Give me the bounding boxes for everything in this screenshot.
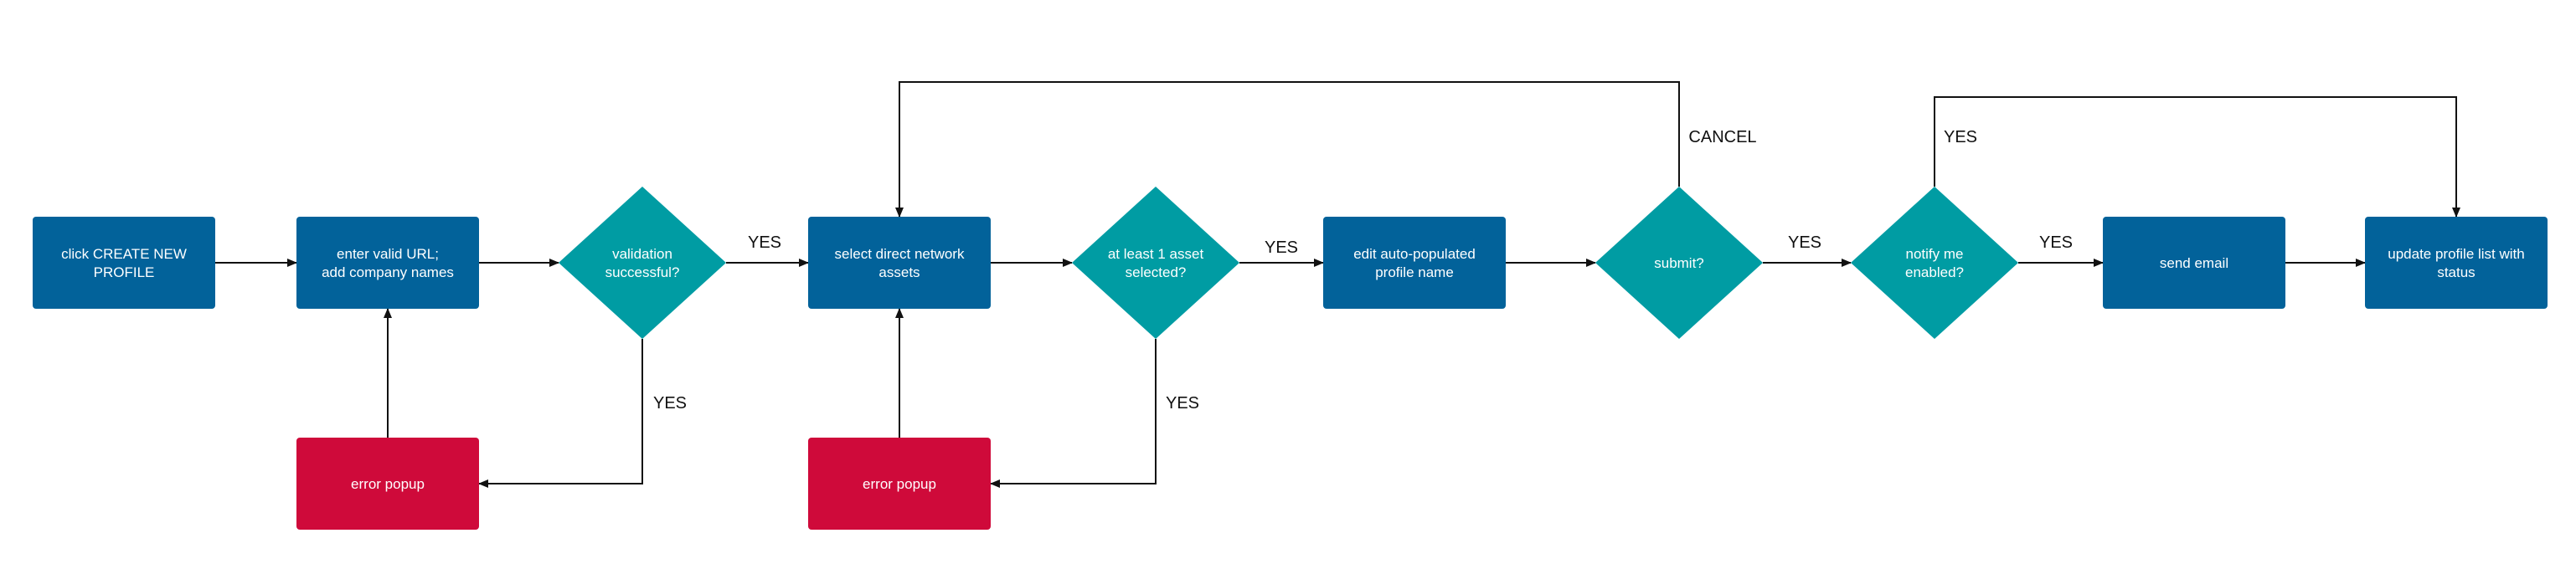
edge-label-check-to-error2: YES: [1166, 394, 1199, 413]
node-update-list: update profile list with status: [2365, 217, 2548, 309]
edge-check-to-error2: [990, 339, 1157, 488]
node-validation: validation successful?: [559, 187, 726, 339]
process-box: [296, 217, 479, 309]
edge-label-notify-to-email: YES: [2039, 233, 2073, 252]
node-label-line: update profile list with: [2388, 246, 2524, 262]
node-label-line: validation: [612, 246, 672, 262]
edge-label-check-to-edit: YES: [1265, 238, 1298, 257]
error-box: [296, 438, 479, 530]
node-asset-check: at least 1 asset selected?: [1072, 187, 1239, 339]
node-label-line: at least 1 asset: [1108, 246, 1204, 262]
node-label-line: submit?: [1654, 255, 1704, 271]
node-label-line: PROFILE: [94, 264, 155, 280]
process-box: [1323, 217, 1506, 309]
node-select-assets: select direct network assets: [808, 217, 991, 309]
node-label-line: select direct network: [835, 246, 965, 262]
node-label-line: send email: [2160, 255, 2228, 271]
labels-layer: YES YES YES YES YES CANCEL YES YES: [653, 128, 2073, 413]
node-label-line: edit auto-populated: [1353, 246, 1476, 262]
edges-layer: [215, 81, 2460, 488]
node-label-line: error popup: [351, 476, 425, 492]
nodes-layer: click CREATE NEW PROFILE enter valid URL; a…: [33, 187, 2548, 530]
node-label-line: selected?: [1126, 264, 1187, 280]
node-label-line: enabled?: [1905, 264, 1964, 280]
edge-label-submit-cancel-to-select: CANCEL: [1688, 128, 1756, 146]
process-box: [808, 217, 991, 309]
decision-diamond: [1072, 187, 1239, 339]
node-label-line: click CREATE NEW: [61, 246, 187, 262]
edge-label-validation-to-error1: YES: [653, 394, 687, 413]
node-error-1: error popup: [296, 438, 479, 530]
node-label-line: error popup: [863, 476, 936, 492]
node-notify: notify me enabled?: [1851, 187, 2018, 339]
node-label-line: profile name: [1375, 264, 1454, 280]
decision-diamond: [1851, 187, 2018, 339]
node-label-line: successful?: [605, 264, 680, 280]
edge-label-submit-to-notify: YES: [1788, 233, 1821, 252]
decision-diamond: [1595, 187, 1763, 339]
edge-notify-to-update: [1934, 96, 2460, 218]
node-label-line: status: [2437, 264, 2475, 280]
edge-label-validation-to-select: YES: [748, 233, 781, 252]
process-box: [2365, 217, 2548, 309]
node-create-profile: click CREATE NEW PROFILE: [33, 217, 215, 309]
node-send-email: send email: [2103, 217, 2285, 309]
node-label-line: add company names: [322, 264, 454, 280]
process-box: [33, 217, 215, 309]
node-error-2: error popup: [808, 438, 991, 530]
edge-validation-to-error1: [478, 339, 643, 488]
process-box: [2103, 217, 2285, 309]
node-label-line: assets: [878, 264, 920, 280]
node-enter-url: enter valid URL; add company names: [296, 217, 479, 309]
node-submit: submit?: [1595, 187, 1763, 339]
edge-submit-cancel-to-select: [895, 81, 1680, 218]
node-label-line: notify me: [1906, 246, 1964, 262]
edge-label-notify-to-update: YES: [1944, 128, 1977, 146]
node-edit-name: edit auto-populated profile name: [1323, 217, 1506, 309]
error-box: [808, 438, 991, 530]
decision-diamond: [559, 187, 726, 339]
node-label-line: enter valid URL;: [337, 246, 439, 262]
